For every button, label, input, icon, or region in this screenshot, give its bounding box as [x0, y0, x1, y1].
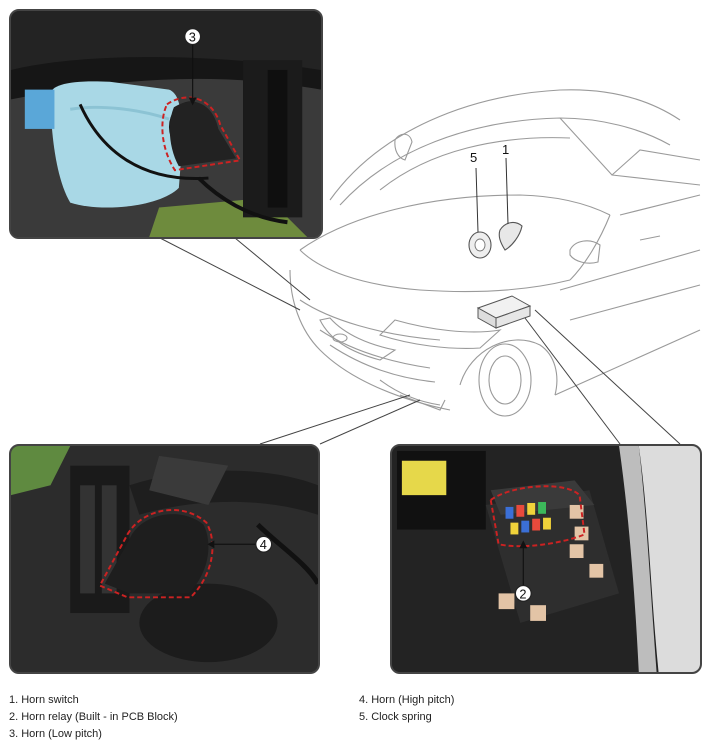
- horn-switch-shape: [498, 221, 523, 251]
- clock-spring-shape: [468, 231, 492, 259]
- photo-horn-relay-art: 2: [392, 446, 700, 672]
- pcb-block-shape: [476, 295, 532, 329]
- car-callout-leaders: [475, 157, 509, 233]
- legend-left: 1. Horn switch 2. Horn relay (Built - in…: [9, 692, 178, 743]
- legend-item-horn-low-pitch: 3. Horn (Low pitch): [9, 728, 102, 740]
- legend-right: 4. Horn (High pitch) 5. Clock spring: [359, 692, 454, 726]
- legend-item-horn-switch: 1. Horn switch: [9, 694, 79, 706]
- photo-horn-relay-pcb-block: 2: [390, 444, 702, 674]
- callout-number-3: 3: [189, 29, 196, 44]
- photo-horn-high-pitch: 4: [9, 444, 320, 674]
- photo-horn-low-pitch: 3: [9, 9, 323, 239]
- callout-number-5: 5: [470, 150, 477, 165]
- car-outline: [289, 89, 701, 417]
- callout-number-2: 2: [519, 586, 526, 601]
- photo-horn-high-pitch-art: 4: [11, 446, 318, 672]
- callout-number-1: 1: [502, 142, 509, 157]
- callout-number-4: 4: [260, 537, 267, 552]
- legend-item-horn-relay: 2. Horn relay (Built - in PCB Block): [9, 711, 178, 723]
- photo-horn-low-pitch-art: 3: [11, 11, 321, 237]
- legend-item-horn-high-pitch: 4. Horn (High pitch): [359, 694, 455, 706]
- photo-connector-lines: [159, 237, 681, 445]
- legend-item-clock-spring: 5. Clock spring: [359, 711, 432, 723]
